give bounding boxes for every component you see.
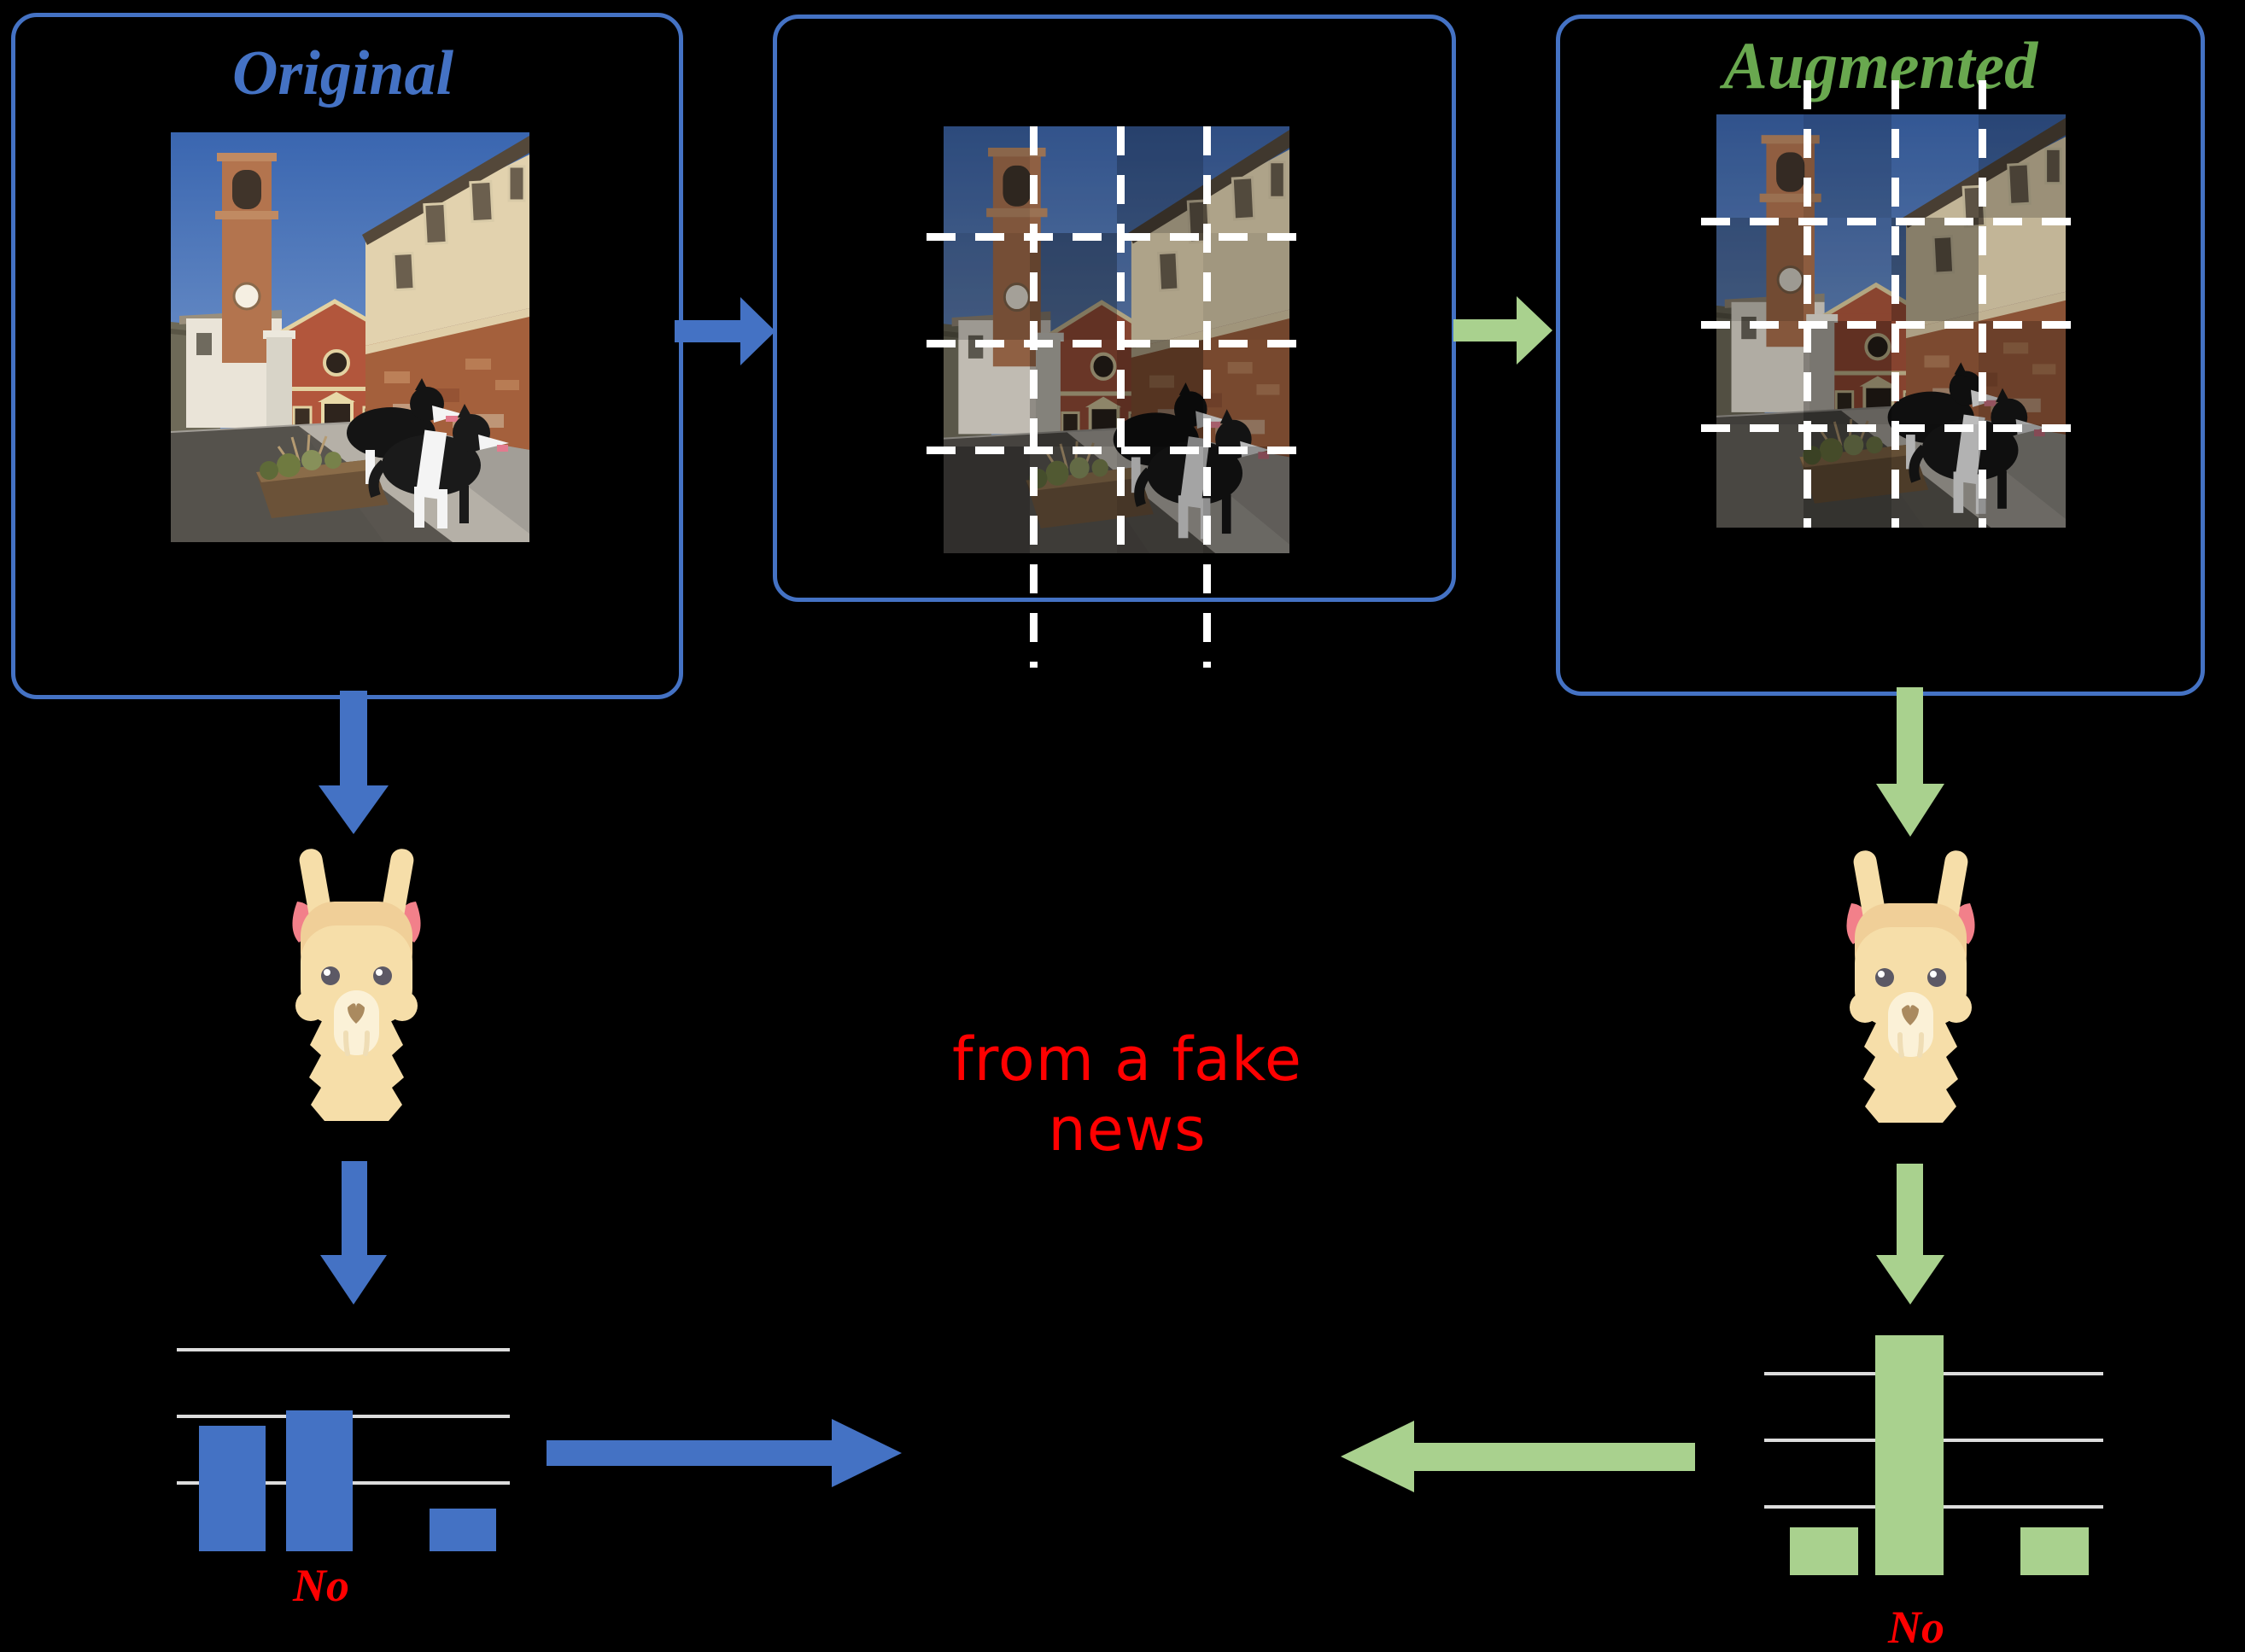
answer-distribution-chart-original bbox=[177, 1278, 510, 1551]
chart-bar bbox=[1875, 1335, 1944, 1575]
grid-vline bbox=[1978, 80, 1986, 528]
photo-augmented bbox=[1701, 80, 2088, 528]
image-patch bbox=[1116, 233, 1203, 340]
panel-title-original: Original bbox=[231, 38, 454, 108]
answer-label-augmented: No bbox=[1888, 1602, 1944, 1652]
image-patch bbox=[1030, 340, 1117, 447]
grid-vline bbox=[1891, 80, 1899, 528]
image-patch bbox=[1716, 114, 1804, 218]
patch-brightness-overlay bbox=[944, 126, 1289, 553]
image-patch bbox=[944, 447, 1031, 553]
chart-bar bbox=[199, 1426, 266, 1551]
image-patch bbox=[1804, 114, 1891, 218]
image-patch bbox=[1716, 321, 1804, 424]
chart-gridline bbox=[177, 1348, 510, 1351]
image-patch bbox=[1716, 424, 1804, 528]
image-patch bbox=[1979, 218, 2066, 321]
grid-vline bbox=[1030, 126, 1038, 668]
image-patch bbox=[1891, 218, 1979, 321]
image-patch bbox=[1202, 126, 1289, 233]
panel-title-augmented: Augmented bbox=[1722, 28, 2038, 102]
chart-bar bbox=[286, 1410, 353, 1551]
image-patch bbox=[1116, 340, 1203, 447]
image-patch bbox=[1978, 114, 2066, 218]
image-patch bbox=[1978, 321, 2066, 424]
image-patch bbox=[944, 340, 1030, 447]
llama-icon bbox=[282, 835, 431, 1121]
image-patch bbox=[1891, 424, 1979, 528]
image-patch bbox=[1116, 447, 1203, 553]
grid-vline bbox=[1804, 80, 1812, 528]
grid-hline bbox=[927, 447, 1307, 454]
answer-distribution-chart-augmented bbox=[1764, 1302, 2103, 1575]
image-patch bbox=[944, 233, 1031, 340]
llama-icon bbox=[1836, 837, 1985, 1123]
answer-label-original: No bbox=[293, 1560, 349, 1611]
grid-hline bbox=[927, 340, 1307, 347]
image-patch bbox=[1030, 126, 1116, 233]
image-patch bbox=[1804, 321, 1891, 424]
chart-bar bbox=[2020, 1527, 2089, 1575]
image-patch bbox=[1978, 424, 2066, 528]
grid-hline bbox=[1701, 321, 2088, 329]
panel-augmented bbox=[1556, 15, 2205, 696]
image-patch bbox=[944, 126, 1031, 233]
image-patch bbox=[1030, 233, 1117, 340]
grid-hline bbox=[1701, 424, 2088, 432]
grid-hline bbox=[1701, 218, 2088, 225]
image-patch bbox=[1202, 233, 1289, 340]
image-patch bbox=[1891, 114, 1979, 218]
grid-vline bbox=[1202, 126, 1211, 668]
fake-news-caption: from a fake news bbox=[952, 1024, 1302, 1165]
image-patch bbox=[1030, 447, 1117, 553]
image-patch bbox=[1202, 447, 1289, 553]
image-patch bbox=[1202, 340, 1289, 447]
photo-patch-grid bbox=[927, 126, 1307, 668]
image-patch bbox=[1804, 424, 1891, 528]
photo-original bbox=[171, 132, 529, 542]
village-dog-photo bbox=[171, 132, 529, 542]
patch-brightness-overlay bbox=[1716, 114, 2066, 528]
chart-bar bbox=[1790, 1527, 1858, 1575]
image-patch bbox=[1804, 218, 1891, 321]
image-patch bbox=[1116, 126, 1203, 233]
image-patch bbox=[1891, 321, 1979, 424]
grid-hline bbox=[927, 233, 1307, 241]
image-patch bbox=[1716, 218, 1804, 321]
chart-bar bbox=[430, 1509, 496, 1551]
